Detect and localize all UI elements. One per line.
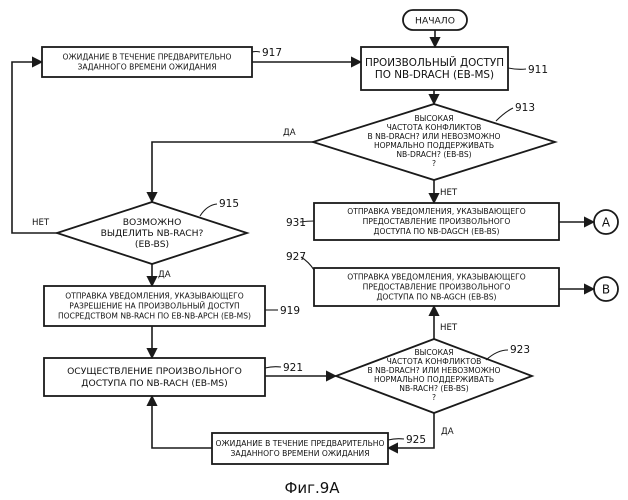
- lead-921: [265, 367, 281, 368]
- label-line: (EB-BS): [135, 239, 169, 250]
- label-line: ДОСТУПА ПО NB-DAGCH (EB-BS): [374, 227, 500, 236]
- ref-925: 925: [406, 434, 426, 446]
- label-yes-923: ДА: [441, 427, 454, 437]
- label-yes-913: ДА: [283, 128, 296, 138]
- label-line: ЗАДАННОГО ВРЕМЕНИ ОЖИДАНИЯ: [78, 63, 217, 72]
- label-line: ВЫСОКАЯ: [414, 114, 453, 123]
- label-line: ?: [432, 393, 436, 402]
- lead-925: [388, 439, 404, 440]
- lead-913: [496, 108, 513, 121]
- connector-a-label: A: [602, 216, 611, 230]
- ref-917: 917: [262, 47, 282, 59]
- connector-b-label: B: [602, 283, 610, 297]
- text-925: ОЖИДАНИЕ В ТЕЧЕНИЕ ПРЕДВАРИТЕЛЬНОЗАДАННО…: [216, 439, 385, 458]
- label-line: В NB-DRACH? ИЛИ НЕВОЗМОЖНО: [367, 132, 500, 141]
- text-921: ОСУЩЕСТВЛЕНИЕ ПРОИЗВОЛЬНОГОДОСТУПА ПО NB…: [67, 366, 242, 389]
- label-line: ДОСТУПА ПО NB-AGCH (EB-BS): [376, 293, 496, 302]
- label-line: ЧАСТОТА КОНФЛИКТОВ: [387, 123, 482, 132]
- label-line: NB-DRACH? (EB-BS): [396, 150, 471, 159]
- flow-913-915: [152, 142, 313, 202]
- text-931: ОТПРАВКА УВЕДОМЛЕНИЯ, УКАЗЫВАЮЩЕГОПРЕДОС…: [347, 207, 526, 236]
- label-no-915: НЕТ: [32, 218, 50, 228]
- text-917: ОЖИДАНИЕ В ТЕЧЕНИЕ ПРЕДВАРИТЕЛЬНОЗАДАННО…: [63, 53, 232, 72]
- label-line: ОТПРАВКА УВЕДОМЛЕНИЯ, УКАЗЫВАЮЩЕГО: [347, 273, 526, 282]
- text-911: ПРОИЗВОЛЬНЫЙ ДОСТУППО NB-DRACH (EB-MS): [365, 56, 504, 81]
- ref-913: 913: [515, 102, 535, 114]
- lead-911: [508, 68, 526, 69]
- ref-927: 927: [286, 251, 306, 263]
- label-line: ОЖИДАНИЕ В ТЕЧЕНИЕ ПРЕДВАРИТЕЛЬНО: [216, 439, 385, 448]
- label-line: ДОСТУПА ПО NB-RACH (EB-MS): [81, 378, 227, 389]
- text-919: ОТПРАВКА УВЕДОМЛЕНИЯ, УКАЗЫВАЮЩЕГОРАЗРЕШ…: [58, 292, 251, 321]
- label-line: ОТПРАВКА УВЕДОМЛЕНИЯ, УКАЗЫВАЮЩЕГО: [347, 207, 526, 216]
- label-line: ВОЗМОЖНО: [123, 217, 182, 228]
- label-line: ЗАДАННОГО ВРЕМЕНИ ОЖИДАНИЯ: [231, 449, 370, 458]
- label-line: НОРМАЛЬНО ПОДДЕРЖИВАТЬ: [374, 141, 494, 150]
- lead-927: [301, 257, 314, 270]
- label-line: ПО NB-DRACH (EB-MS): [375, 69, 494, 81]
- label-line: ОЖИДАНИЕ В ТЕЧЕНИЕ ПРЕДВАРИТЕЛЬНО: [63, 53, 232, 62]
- ref-931: 931: [286, 217, 306, 229]
- label-line: В NB-DRACH? ИЛИ НЕВОЗМОЖНО: [367, 366, 500, 375]
- label-line: ОТПРАВКА УВЕДОМЛЕНИЯ, УКАЗЫВАЮЩЕГО: [65, 292, 244, 301]
- label-line: РАЗРЕШЕНИЕ НА ПРОИЗВОЛЬНЫЙ ДОСТУП: [69, 302, 239, 311]
- label-line: ПРОИЗВОЛЬНЫЙ ДОСТУП: [365, 56, 504, 69]
- lead-917: [252, 52, 260, 53]
- ref-915: 915: [219, 198, 239, 210]
- label-line: ВЫДЕЛИТЬ NB-RACH?: [101, 228, 204, 239]
- label-line: ОСУЩЕСТВЛЕНИЕ ПРОИЗВОЛЬНОГО: [67, 366, 242, 377]
- ref-911: 911: [528, 64, 548, 76]
- label-line: ВЫСОКАЯ: [414, 348, 453, 357]
- lead-915: [200, 204, 217, 216]
- label-line: NB-RACH? (EB-BS): [399, 384, 468, 393]
- ref-919: 919: [280, 305, 300, 317]
- start-label: НАЧАЛО: [415, 16, 455, 27]
- ref-923: 923: [510, 344, 530, 356]
- ref-921: 921: [283, 362, 303, 374]
- label-line: ?: [432, 159, 436, 168]
- flow-925-921: [152, 396, 212, 448]
- lead-923: [486, 350, 508, 360]
- label-line: ПРЕДОСТАВЛЕНИЕ ПРОИЗВОЛЬНОГО: [363, 217, 511, 226]
- label-line: ЧАСТОТА КОНФЛИКТОВ: [387, 357, 482, 366]
- label-yes-915: ДА: [158, 270, 171, 280]
- label-line: ПРЕДОСТАВЛЕНИЕ ПРОИЗВОЛЬНОГО: [363, 283, 511, 292]
- label-no-923: НЕТ: [440, 323, 458, 333]
- figure-caption: Фиг.9А: [284, 479, 340, 497]
- label-line: ПОСРЕДСТВОМ NB-RACH ПО EB-NB-APCH (EB-MS…: [58, 312, 251, 321]
- label-line: НОРМАЛЬНО ПОДДЕРЖИВАТЬ: [374, 375, 494, 384]
- label-no-913: НЕТ: [440, 188, 458, 198]
- flow-915-917: [12, 62, 57, 233]
